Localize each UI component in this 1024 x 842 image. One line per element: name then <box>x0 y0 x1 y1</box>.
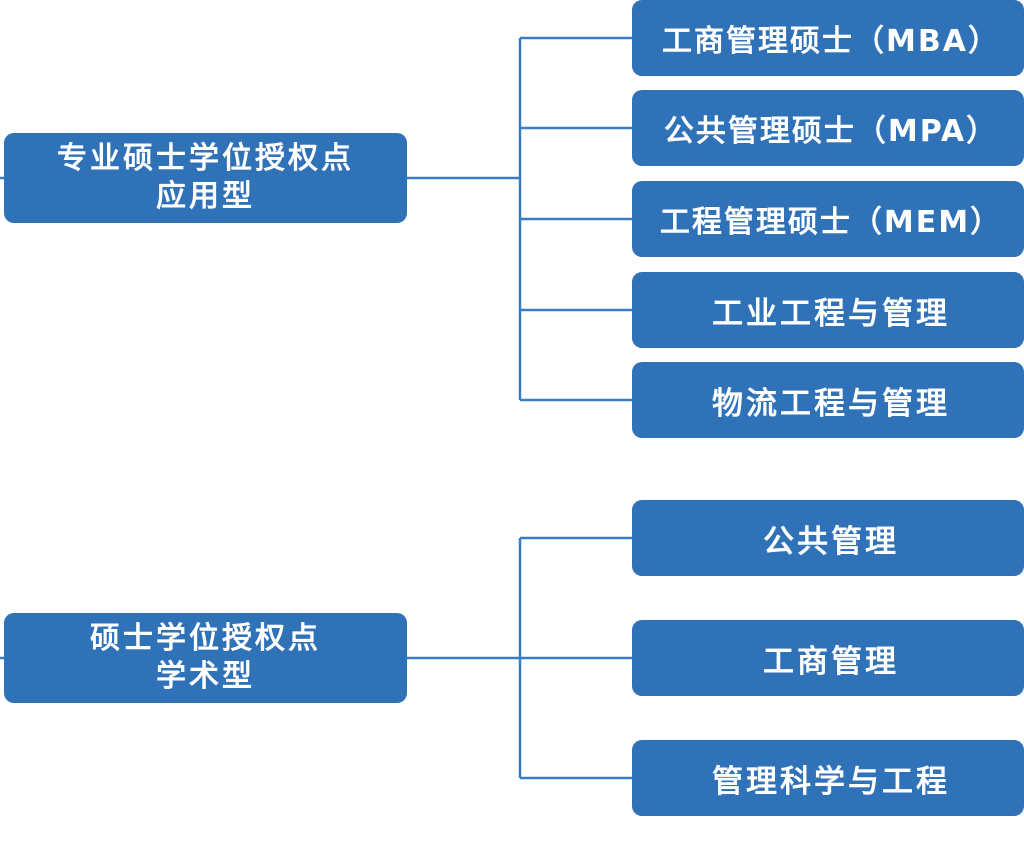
child-node-mem: 工程管理硕士（MEM） <box>632 181 1024 257</box>
parent-node-professional-line1: 专业硕士学位授权点 <box>57 141 354 176</box>
parent-node-academic: 硕士学位授权点 学术型 <box>4 613 407 703</box>
child-node-public-management: 公共管理 <box>632 500 1024 576</box>
child-node-logistics-engineering: 物流工程与管理 <box>632 362 1024 438</box>
child-node-industrial-engineering: 工业工程与管理 <box>632 272 1024 348</box>
child-node-business-management: 工商管理 <box>632 620 1024 696</box>
parent-node-professional-line2: 应用型 <box>156 179 255 214</box>
parent-node-academic-line2: 学术型 <box>156 659 255 694</box>
parent-node-academic-line1: 硕士学位授权点 <box>90 621 321 656</box>
parent-node-professional: 专业硕士学位授权点 应用型 <box>4 133 407 223</box>
child-node-mba: 工商管理硕士（MBA） <box>632 0 1024 76</box>
child-node-mpa: 公共管理硕士（MPA） <box>632 90 1024 166</box>
child-node-management-science: 管理科学与工程 <box>632 740 1024 816</box>
